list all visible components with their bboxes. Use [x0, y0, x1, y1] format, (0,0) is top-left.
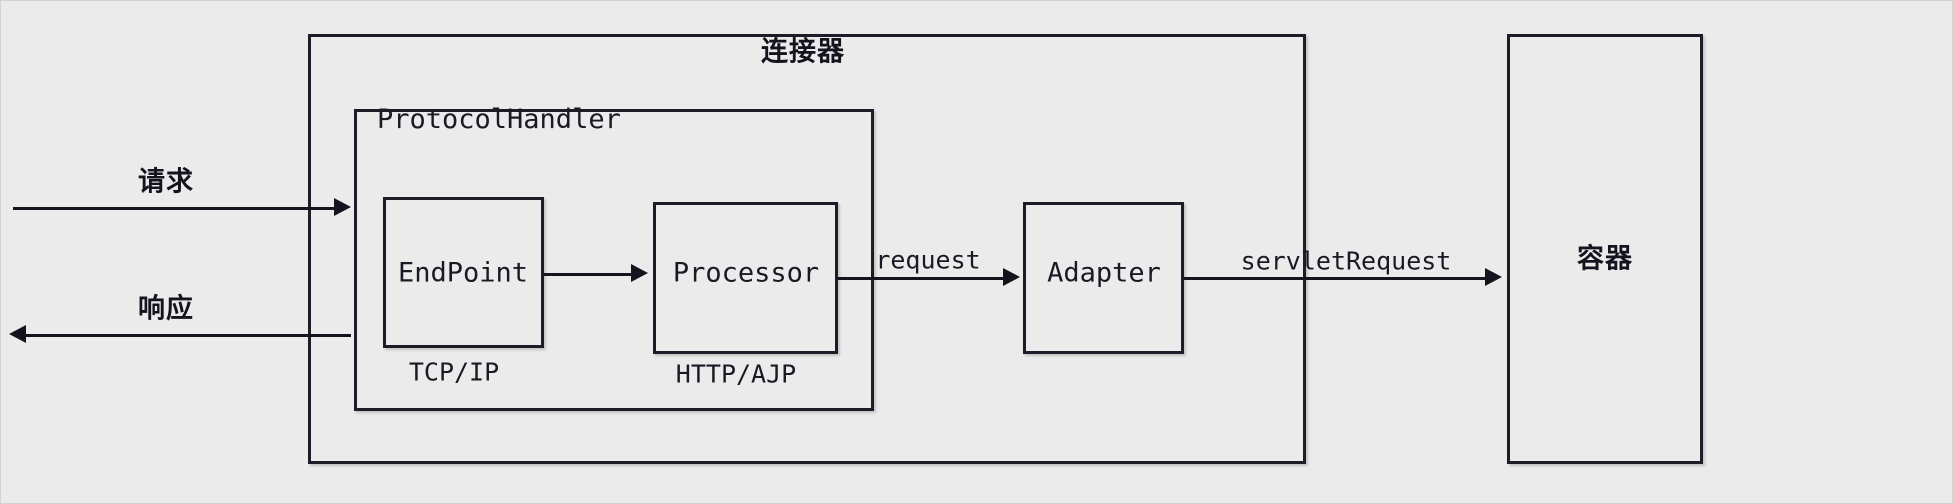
processor-box	[653, 202, 838, 354]
response-out-arrowhead	[9, 325, 26, 343]
adapter-to-container-arrowhead	[1485, 268, 1502, 286]
request-in-line	[13, 207, 345, 210]
container-box-label: 容器	[1577, 243, 1633, 275]
adapter-box-label: Adapter	[1047, 257, 1161, 289]
adapter-to-container-label: servletRequest	[1240, 246, 1452, 276]
response-out-line	[25, 334, 351, 337]
processor-to-adapter-arrowhead	[1003, 268, 1020, 286]
adapter-to-container-line	[1184, 277, 1487, 280]
request-in-arrowhead	[334, 198, 351, 216]
protocol-handler-label: ProtocolHandler	[377, 104, 621, 135]
connector-box-label: 连接器	[761, 36, 845, 68]
processor-sublabel-httpajp: HTTP/AJP	[675, 359, 797, 389]
processor-to-adapter-line	[838, 277, 1005, 280]
response-out-label: 响应	[138, 293, 194, 325]
endpoint-box	[383, 197, 544, 348]
adapter-box	[1023, 202, 1184, 354]
endpoint-sublabel-tcpip: TCP/IP	[408, 357, 500, 387]
processor-to-adapter-label: request	[875, 245, 981, 275]
processor-box-label: Processor	[672, 257, 820, 289]
endpoint-box-label: EndPoint	[397, 257, 529, 289]
endpoint-to-processor-arrowhead	[631, 264, 648, 282]
request-in-label: 请求	[138, 166, 194, 198]
endpoint-to-processor-line	[544, 273, 633, 276]
container-box	[1507, 34, 1703, 464]
